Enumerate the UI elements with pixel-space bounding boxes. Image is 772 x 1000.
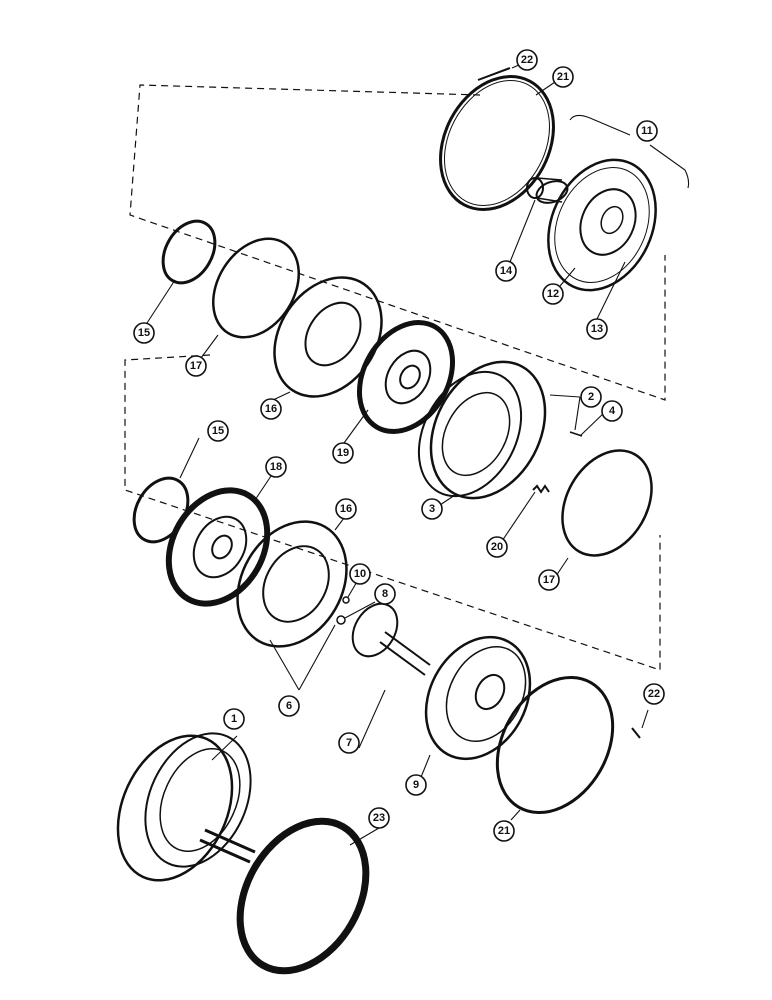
svg-text:15: 15 [138,327,150,339]
callout-13: 13 [586,318,608,340]
callout-14: 14 [495,260,517,282]
part-1-clutch-housing [116,732,256,882]
callout-1: 1 [223,708,245,730]
svg-text:20: 20 [491,541,503,553]
svg-text:22: 22 [648,688,660,700]
callout-21: 21 [493,820,515,842]
part-7-shaft [351,602,431,676]
part-17-seal-ring-lower [561,449,653,557]
assembly-guide-lines [124,84,666,671]
part-16-pressure-plate-lower [236,520,348,648]
callout-16: 16 [260,398,282,420]
callout-22: 22 [643,683,665,705]
callout-16: 16 [335,498,357,520]
svg-text:21: 21 [498,825,510,837]
part-8-nut [336,615,346,625]
svg-text:12: 12 [547,288,559,300]
callout-21: 21 [552,66,574,88]
svg-text:4: 4 [609,405,616,417]
svg-text:13: 13 [591,323,603,335]
svg-text:17: 17 [543,574,555,586]
svg-text:6: 6 [286,700,292,712]
svg-text:14: 14 [500,265,513,277]
svg-text:16: 16 [340,503,352,515]
svg-text:17: 17 [190,360,202,372]
svg-text:15: 15 [212,425,224,437]
svg-text:8: 8 [382,588,388,600]
svg-text:16: 16 [265,403,277,415]
svg-text:19: 19 [337,447,349,459]
svg-text:22: 22 [521,54,533,66]
svg-text:2: 2 [588,391,594,403]
part-10-bolt [342,596,350,604]
callout-6: 6 [278,695,300,717]
upper-assembly-guide [129,84,666,401]
part-19-clutch-disc [356,320,456,434]
part-21-snap-ring-top [439,75,555,211]
part-21-snap-ring-lower [495,675,615,815]
svg-text:1: 1 [231,713,237,725]
callout-15: 15 [207,420,229,442]
svg-text:23: 23 [373,812,385,824]
svg-text:9: 9 [413,779,419,791]
part-18-clutch-disc [165,487,271,607]
part-22-pin-lower [631,727,641,739]
callout-3: 3 [421,498,443,520]
svg-text:10: 10 [354,568,366,580]
part-3-clutch-drum [417,360,547,500]
callout-4: 4 [601,400,623,422]
svg-text:7: 7 [346,737,352,749]
part-20-spring [532,484,550,494]
part-16-pressure-plate-upper [273,276,383,398]
callout-12: 12 [542,283,564,305]
callout-15: 15 [133,322,155,344]
callout-2: 2 [580,386,602,408]
callout-20: 20 [486,536,508,558]
callout-11: 11 [636,120,658,142]
callout-17: 17 [185,355,207,377]
callout-22: 22 [516,49,538,71]
part-9-hub [424,635,532,761]
bracket-11 [569,114,690,189]
svg-text:11: 11 [641,125,653,137]
part-23-gasket [236,817,370,975]
callout-9: 9 [405,774,427,796]
callout-19: 19 [332,442,354,464]
svg-text:18: 18 [270,461,282,473]
svg-text:3: 3 [429,503,435,515]
svg-text:21: 21 [557,71,569,83]
part-12-housing-plate [547,158,657,292]
callout-8: 8 [374,583,396,605]
callout-18: 18 [265,456,287,478]
callout-17: 17 [538,569,560,591]
callout-7: 7 [338,732,360,754]
part-15-o-ring-top [161,219,217,285]
callout-23: 23 [368,807,390,829]
callout-10: 10 [349,563,371,585]
part-22-pin-top [477,67,511,81]
